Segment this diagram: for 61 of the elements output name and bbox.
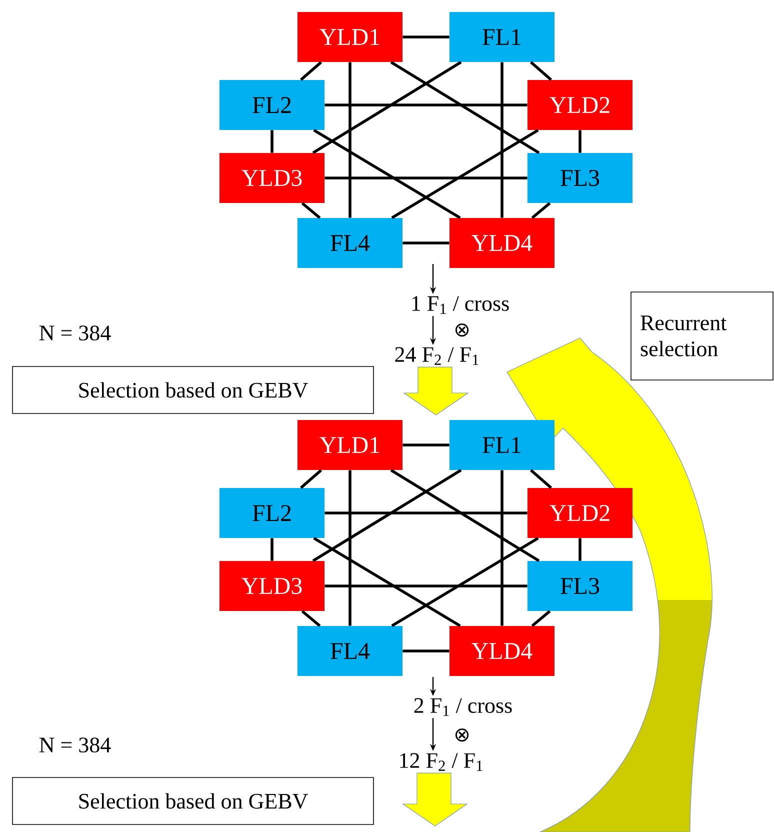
connector-line [531,610,551,627]
generation-text: 1 F$_{1}$ / cross [412,296,509,314]
block-arrow [402,772,468,826]
connector-line [348,470,352,626]
trait-box: YLD4 [450,626,554,676]
connector-line [300,61,322,81]
population-label: N = 384 [39,326,111,340]
generation-text: 2 F$_{1}$ / cross [414,698,512,716]
block-arrow [403,366,469,416]
trait-box: FL3 [528,153,632,203]
trait-box: YLD1 [298,12,402,62]
trait-box: FL2 [220,488,324,538]
connector-line [391,537,539,627]
trait-box: FL2 [220,80,324,130]
connector-line [324,176,528,180]
edge-label: ⊗ [452,322,472,338]
generation-text: 24 F$_{2}$ / F$_{1}$ [395,347,478,365]
trait-box: FL4 [298,218,402,268]
connector-line [324,104,528,106]
edge-label: ⊗ [452,727,472,743]
trait-box: YLD2 [528,80,632,130]
trait-box: FL1 [450,420,554,470]
trait-box: YLD3 [220,153,324,203]
trait-box: FL1 [450,12,554,62]
connector-line [531,202,551,219]
connector-line [312,469,462,562]
trait-box: FL4 [298,626,402,676]
connector-line [402,36,450,38]
generation-text: 12 F$_{2}$ / F$_{1}$ [400,753,482,771]
connector-line [390,61,540,154]
connector-line [301,202,321,219]
trait-box: YLD2 [528,488,632,538]
note-box: Recurrent selection [630,292,774,380]
connector-line [301,610,321,627]
population-label: N = 384 [39,738,111,752]
connector-line [313,129,461,219]
trait-box: YLD3 [220,561,324,611]
connector-line [270,130,274,153]
connector-line [312,61,462,154]
connector-line [402,242,450,244]
connector-line [270,538,274,561]
connector-line [390,469,540,562]
selection-box: Selection based on GEBV [12,366,374,414]
connector-line [324,512,528,514]
connector-line [313,537,461,627]
connector-line [530,469,552,489]
connector-line [578,538,582,561]
connector-line [391,129,539,219]
connector-line [530,61,552,81]
connector-line [324,584,528,588]
trait-box: YLD4 [450,218,554,268]
trait-box: FL3 [528,561,632,611]
selection-box: Selection based on GEBV [12,777,374,825]
connector-line [300,469,322,489]
connector-line [500,470,504,626]
connector-line [348,62,352,218]
trait-box: YLD1 [298,420,402,470]
connector-line [402,650,450,652]
connector-line [500,62,504,218]
connector-line [402,444,450,446]
connector-line [578,130,582,153]
